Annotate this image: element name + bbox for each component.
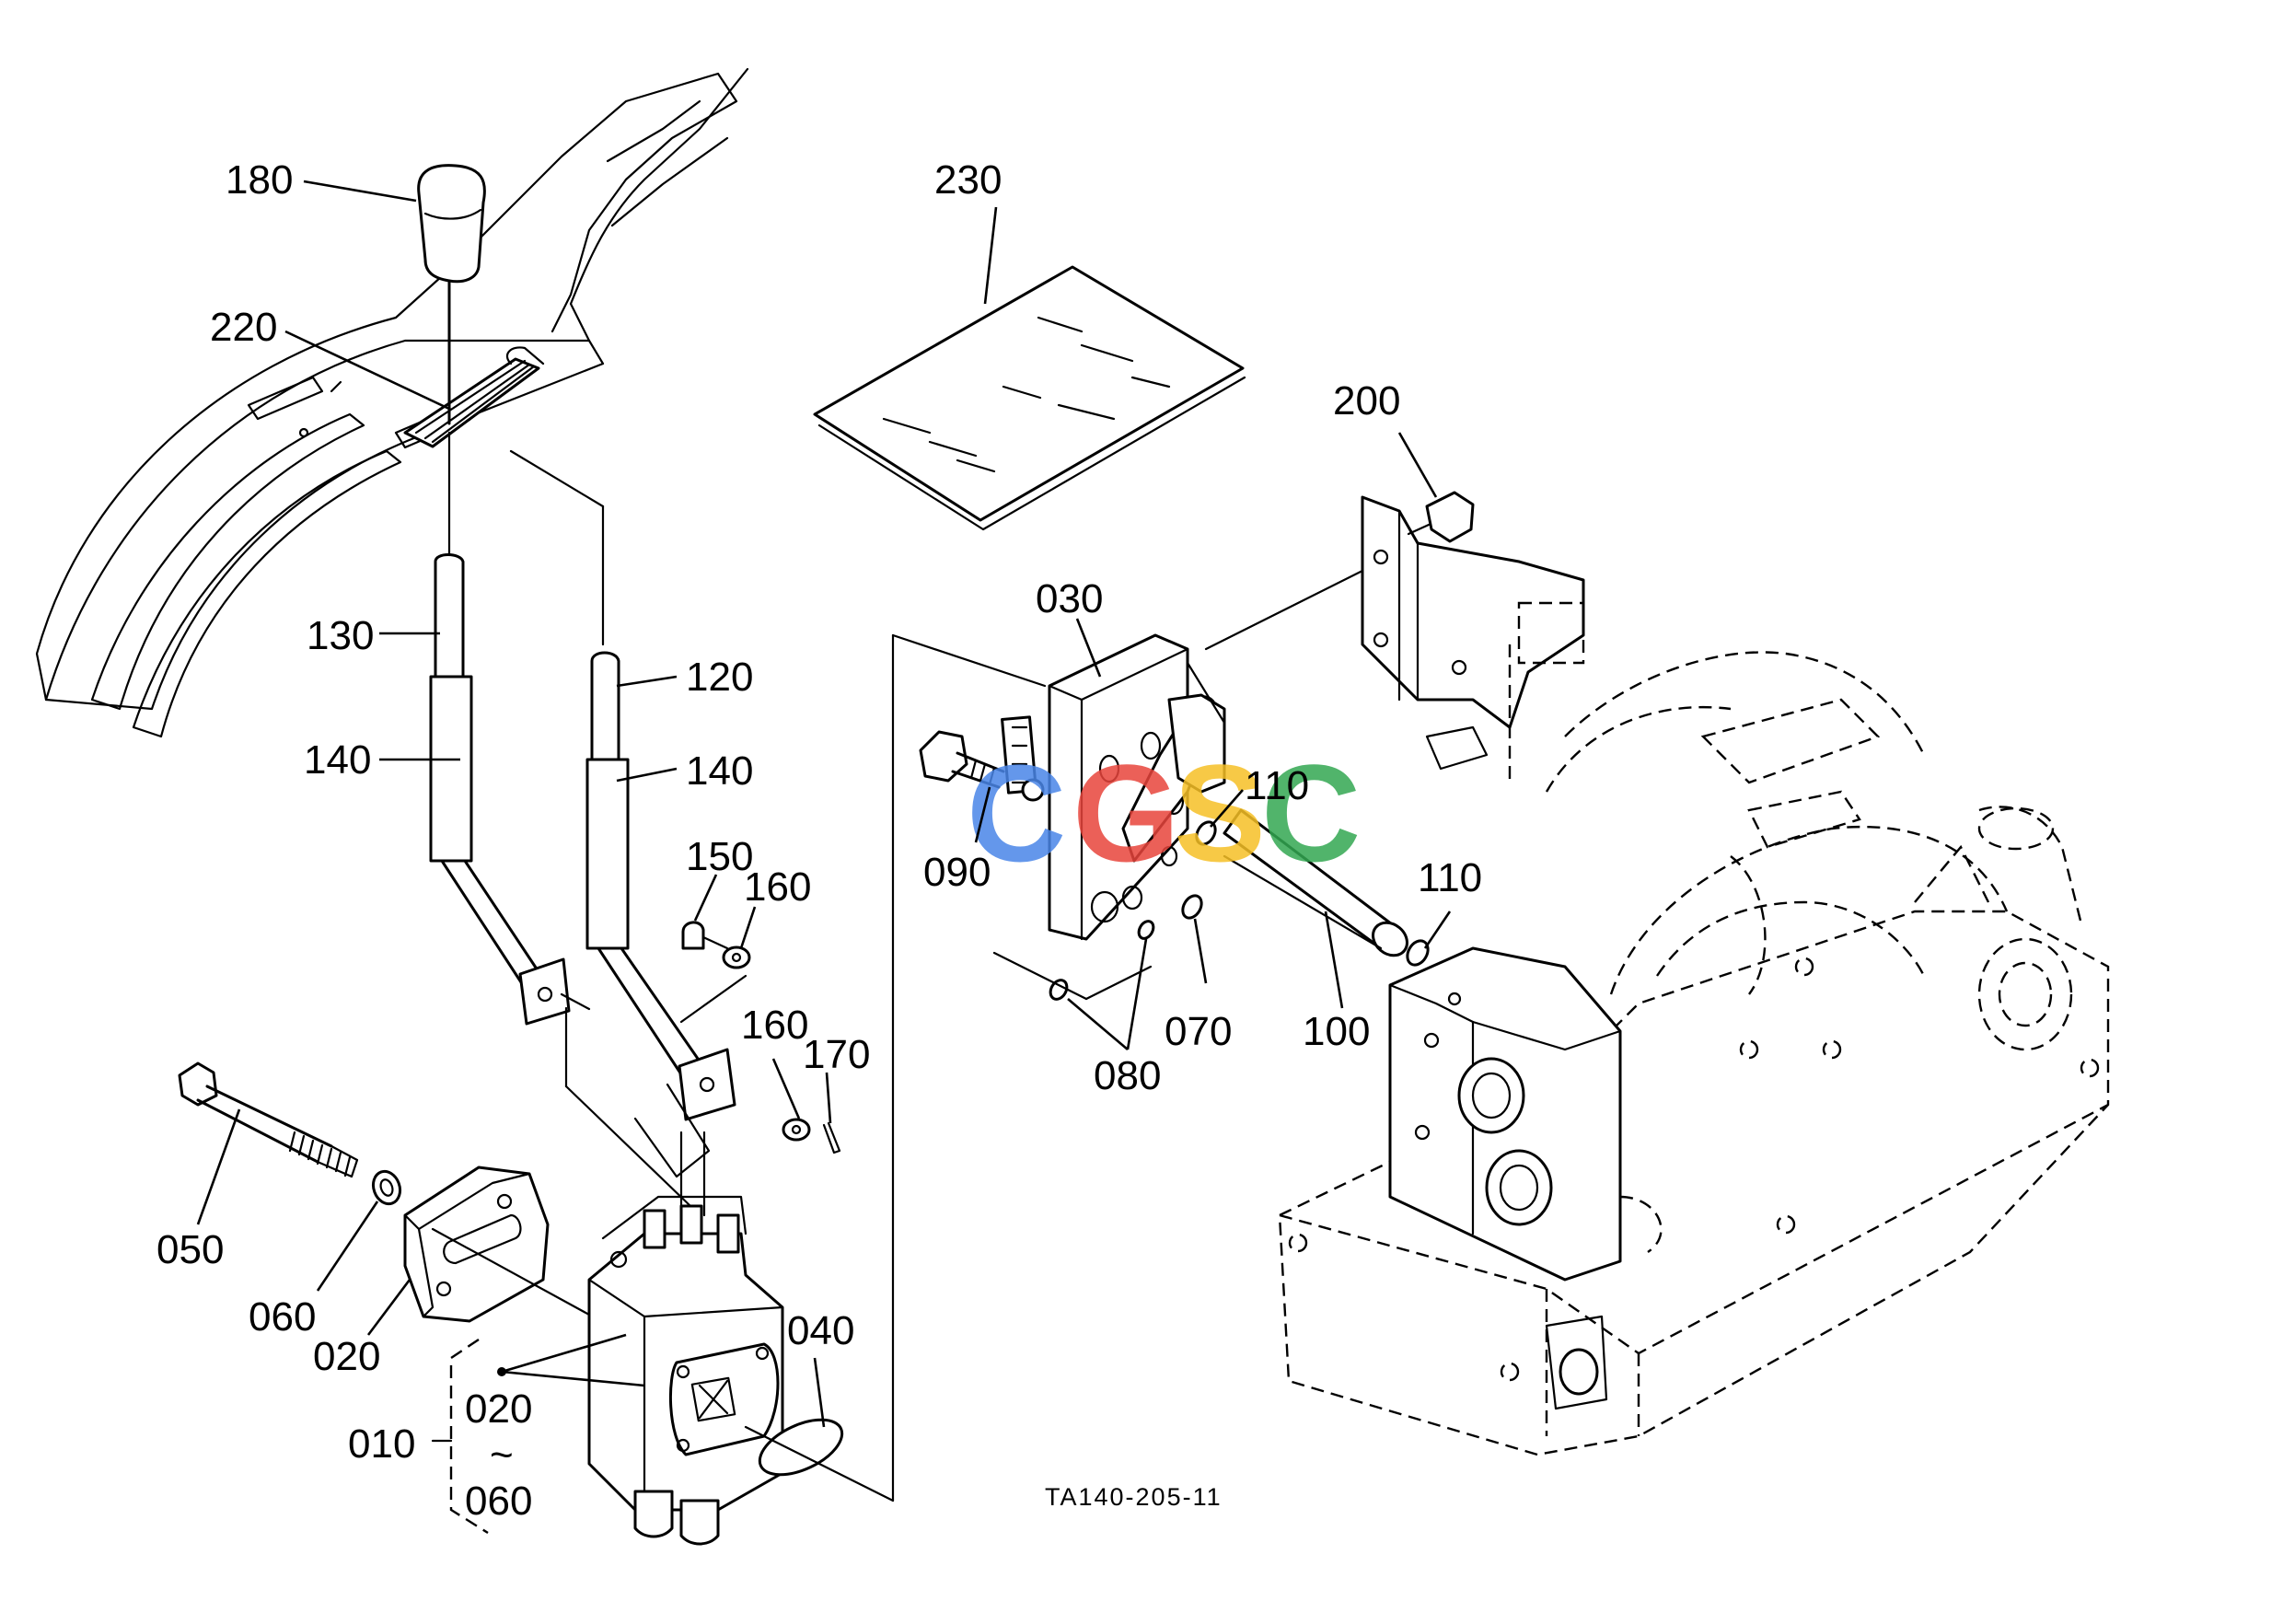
callout-040: 040 <box>787 1308 854 1353</box>
lever-knob <box>417 164 486 425</box>
valve-linkage <box>564 1006 706 1217</box>
spacer-plate-020 <box>403 1166 591 1323</box>
callout-100: 100 <box>1303 1009 1370 1054</box>
callout-180: 180 <box>226 157 293 203</box>
lever-130 <box>429 431 591 1026</box>
callout-200: 200 <box>1333 378 1400 423</box>
valve-block-030 <box>1001 633 1226 941</box>
callout-090: 090 <box>923 850 991 895</box>
bolt-150-washer-160 <box>679 921 751 1024</box>
watermark-letter-2: G <box>1072 736 1180 890</box>
callout-060-range-end: 060 <box>465 1479 532 1524</box>
callout-170: 170 <box>803 1032 870 1077</box>
lock-washer-060 <box>371 1169 402 1206</box>
assembly-bracket <box>449 1339 489 1535</box>
hydraulic-housing <box>1278 651 2110 1456</box>
callout-110-upper: 110 <box>1245 763 1309 808</box>
washer-160-pin-170 <box>782 1118 841 1154</box>
drawing-code: TA140-205-11 <box>1045 1483 1223 1511</box>
callout-150: 150 <box>686 834 753 879</box>
callout-060: 060 <box>249 1294 316 1340</box>
o-rings <box>1049 820 1430 1001</box>
range-tilde: ~ <box>490 1433 514 1478</box>
callout-140-left: 140 <box>304 737 371 783</box>
callout-230: 230 <box>934 157 1002 203</box>
bolt-050 <box>178 1061 359 1178</box>
callout-140-right: 140 <box>686 748 753 794</box>
callout-020: 020 <box>313 1334 380 1379</box>
watermark-letter-3: S <box>1174 736 1266 890</box>
callout-160-lower: 160 <box>741 1003 808 1048</box>
callout-160-upper: 160 <box>744 864 811 910</box>
callouts: 180 220 230 200 030 130 120 140 140 150 … <box>156 157 1482 1524</box>
assembly-guides <box>744 569 1364 1502</box>
fender-panel <box>35 67 749 738</box>
watermark: C G S C <box>967 736 1361 890</box>
watermark-letter-4: C <box>1261 736 1361 890</box>
callout-120: 120 <box>686 655 753 700</box>
bolt-090 <box>919 730 1045 802</box>
pipe-100 <box>1223 808 1408 957</box>
callout-050: 050 <box>156 1227 224 1272</box>
callout-220: 220 <box>210 305 277 350</box>
callout-130: 130 <box>307 613 374 658</box>
o-ring-040 <box>758 1418 844 1477</box>
callout-110-lower: 110 <box>1418 855 1482 900</box>
control-valve <box>587 1195 784 1546</box>
callout-070: 070 <box>1165 1009 1232 1054</box>
lever-120 <box>509 449 736 1178</box>
callout-080: 080 <box>1094 1053 1161 1098</box>
bracket-200 <box>1361 491 1585 783</box>
instruction-sheet <box>813 265 1246 531</box>
leader-lines <box>196 180 1452 1428</box>
callout-010: 010 <box>348 1421 415 1467</box>
callout-020-range-start: 020 <box>465 1386 532 1432</box>
callout-030: 030 <box>1036 576 1103 621</box>
